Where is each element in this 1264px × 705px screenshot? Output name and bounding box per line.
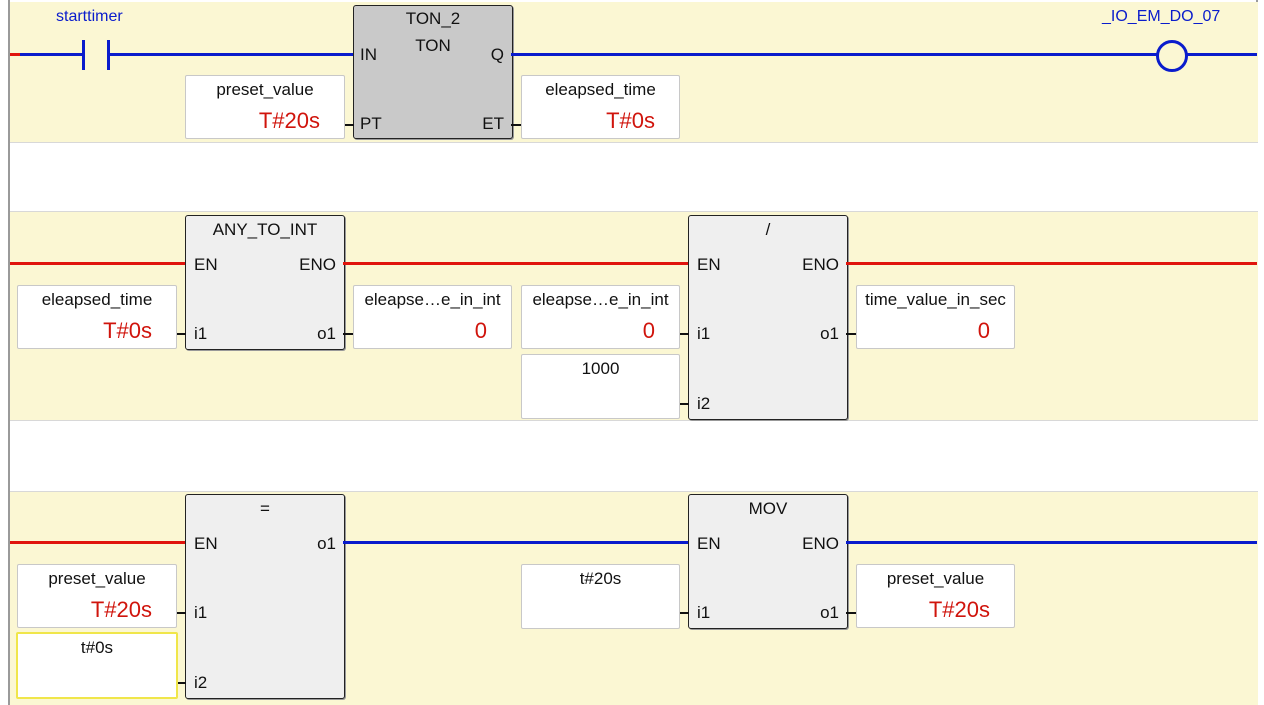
mov-out-variable[interactable]: preset_value T#20s (856, 564, 1015, 628)
starttimer-contact[interactable] (82, 40, 112, 70)
rung-gap-2 (10, 420, 1258, 492)
equal-in1-variable[interactable]: preset_value T#20s (17, 564, 177, 628)
equal-i1-connector (172, 612, 186, 614)
divide-in1-variable[interactable]: eleapse…e_in_int 0 (521, 285, 680, 349)
rung1-wire-left (10, 53, 82, 56)
rung1-power-stub (10, 53, 20, 56)
mov-i1-pin: i1 (697, 603, 711, 622)
mov-eno-pin: ENO (802, 534, 839, 553)
ton-in-pin: IN (360, 45, 377, 64)
io-em-do-07-coil[interactable] (1156, 40, 1188, 72)
rung3-wire-left (10, 541, 186, 544)
elapsed-int-out-name: eleapse…e_in_int (364, 290, 501, 309)
mov-out-value: T#20s (928, 597, 990, 622)
divide-en-pin: EN (697, 255, 721, 274)
rung3-wire-middle (343, 541, 689, 544)
ton-pt-connector (340, 124, 354, 126)
time-value-in-sec-variable[interactable]: time_value_in_sec 0 (856, 285, 1015, 349)
divide-o1-pin: o1 (820, 324, 839, 343)
equal-block[interactable]: = EN o1 i1 i2 (185, 494, 345, 699)
rung3-wire-right (846, 541, 1257, 544)
elapsed-time-value: T#0s (606, 108, 655, 133)
divide-in1-value: 0 (642, 318, 655, 343)
any-to-int-block[interactable]: ANY_TO_INT EN ENO i1 o1 (185, 215, 345, 350)
equal-title: = (260, 499, 270, 518)
mov-i1-connector (675, 612, 689, 614)
ton-q-pin: Q (490, 45, 504, 64)
rung2-elapsed-time-variable[interactable]: eleapsed_time T#0s (17, 285, 177, 349)
rung2-elapsed-time-name: eleapsed_time (41, 290, 153, 309)
mov-in-name: t#20s (579, 569, 622, 588)
divide-i2-connector (675, 403, 689, 405)
equal-i2-pin: i2 (194, 673, 208, 692)
ton-instance-name: TON_2 (405, 9, 461, 28)
time-value-in-sec-name: time_value_in_sec (865, 290, 1006, 309)
rung1-wire-contact-to-ton (110, 53, 354, 56)
time-value-in-sec-value: 0 (977, 318, 990, 343)
any-to-int-i1-pin: i1 (194, 324, 208, 343)
mov-o1-pin: o1 (820, 603, 839, 622)
ton-type-name: TON (415, 36, 451, 55)
rung2-wire-left (10, 262, 186, 265)
contact-right-bar (107, 40, 110, 70)
preset-value-value: T#20s (258, 108, 320, 133)
elapsed-int-out-value: 0 (474, 318, 487, 343)
divide-block[interactable]: / EN ENO i1 o1 i2 (688, 215, 848, 420)
ton-pt-pin: PT (360, 114, 382, 133)
equal-en-pin: EN (194, 534, 218, 553)
ton-block[interactable]: TON_2 TON IN Q PT ET (353, 5, 513, 139)
equal-in1-name: preset_value (48, 569, 146, 588)
starttimer-label: starttimer (56, 8, 123, 25)
any-to-int-o1-pin: o1 (317, 324, 336, 343)
equal-o1-pin: o1 (317, 534, 336, 553)
elapsed-time-name: eleapsed_time (545, 80, 656, 99)
equal-in1-value: T#20s (90, 597, 152, 622)
divide-o1-connector (846, 333, 860, 335)
elapsed-time-variable[interactable]: eleapsed_time T#0s (521, 75, 680, 139)
divide-title: / (765, 220, 771, 239)
any-to-int-o1-connector (343, 333, 357, 335)
rung2-elapsed-time-value: T#0s (103, 318, 152, 343)
divide-i1-connector (675, 333, 689, 335)
any-to-int-title: ANY_TO_INT (212, 220, 318, 239)
mov-block[interactable]: MOV EN ENO i1 o1 (688, 494, 848, 629)
divide-eno-pin: ENO (802, 255, 839, 274)
ton-et-pin: ET (482, 114, 504, 133)
preset-value-name: preset_value (216, 80, 314, 99)
elapsed-int-out-variable[interactable]: eleapse…e_in_int 0 (353, 285, 512, 349)
equal-in2-name: t#0s (80, 638, 114, 657)
equal-in2-constant[interactable]: t#0s (16, 632, 178, 699)
rung1-wire-ton-to-coil (511, 53, 1157, 56)
equal-i1-pin: i1 (194, 603, 208, 622)
rung-gap-1 (10, 142, 1258, 212)
equal-i2-connector (172, 682, 186, 684)
divide-in1-name: eleapse…e_in_int (532, 290, 669, 309)
divide-in2-name: 1000 (581, 359, 620, 378)
mov-out-name: preset_value (886, 569, 985, 588)
divide-in2-constant[interactable]: 1000 (521, 354, 680, 419)
mov-en-pin: EN (697, 534, 721, 553)
rung2-wire-right (846, 262, 1257, 265)
left-power-rail (8, 0, 10, 705)
rung1-wire-coil-to-rail (1187, 53, 1257, 56)
ton-et-connector (511, 124, 525, 126)
divide-i2-pin: i2 (697, 394, 711, 413)
any-to-int-i1-connector (172, 333, 186, 335)
any-to-int-eno-pin: ENO (299, 255, 336, 274)
divide-i1-pin: i1 (697, 324, 711, 343)
contact-left-bar (82, 40, 85, 70)
coil-label: _IO_EM_DO_07 (1102, 8, 1221, 25)
any-to-int-en-pin: EN (194, 255, 218, 274)
preset-value-variable[interactable]: preset_value T#20s (185, 75, 345, 139)
mov-title: MOV (748, 499, 788, 518)
rung2-wire-middle (343, 262, 689, 265)
mov-in-constant[interactable]: t#20s (521, 564, 680, 629)
mov-o1-connector (846, 612, 860, 614)
